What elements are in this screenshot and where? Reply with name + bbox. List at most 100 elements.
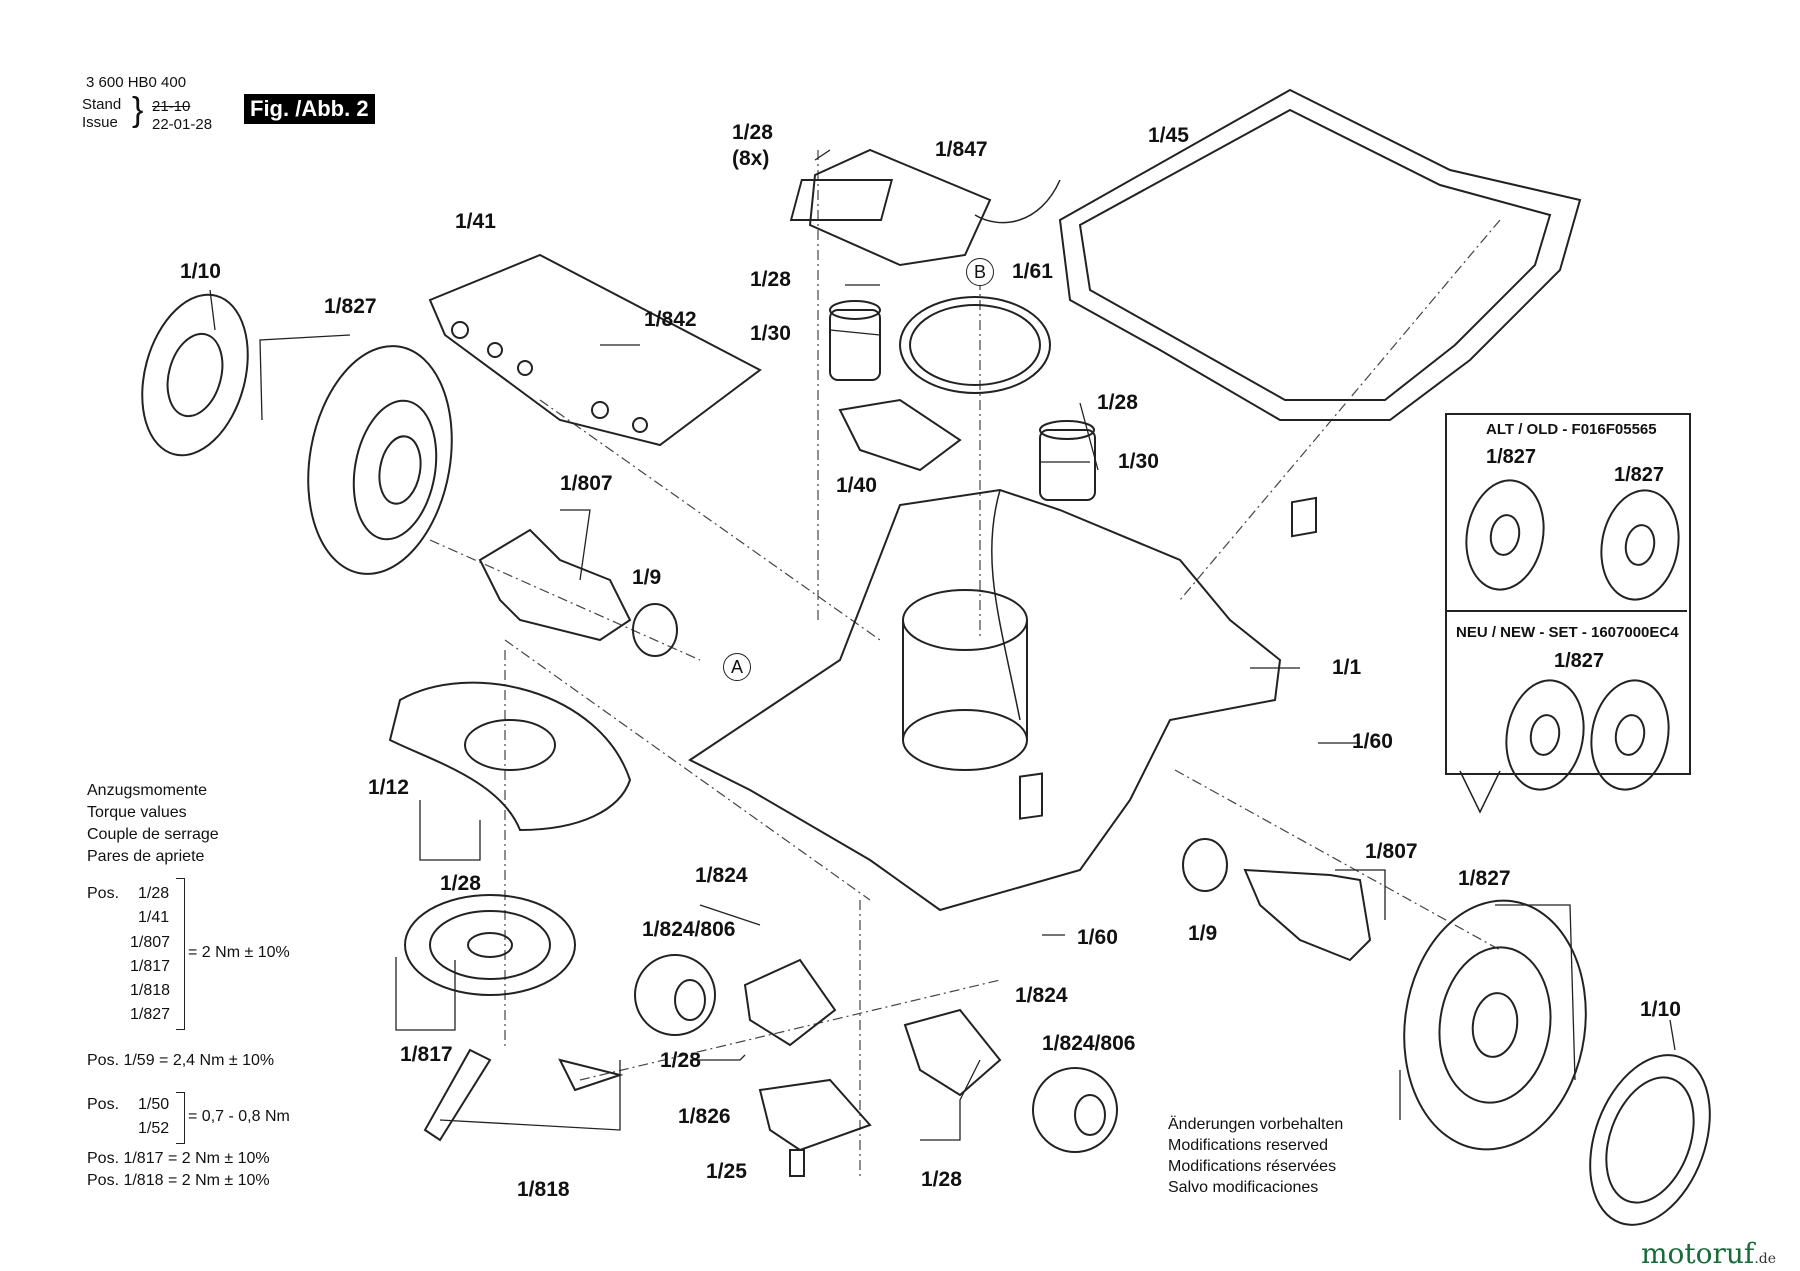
blade-guard-1-12 <box>388 681 632 832</box>
sensor-1-60-top <box>1291 496 1317 538</box>
part-label: 1/827 <box>1486 446 1537 468</box>
torque-part: 1/52 <box>138 1120 170 1137</box>
part-label: 1/30 <box>750 322 791 345</box>
motoruf-logo: motoruf.de <box>1641 1237 1776 1270</box>
part-label: 1/9 <box>632 566 662 589</box>
brand-suffix: .de <box>1754 1251 1777 1267</box>
part-label: 1/847 <box>935 138 988 161</box>
part-label: 1/28 <box>1097 391 1138 414</box>
inset-new-wheel-a <box>1505 679 1585 791</box>
callout-b: B <box>966 258 994 286</box>
torque-part: 1/818 <box>130 982 171 999</box>
part-label: 1/28 <box>750 268 791 291</box>
caster-wheel-left <box>634 954 716 1036</box>
part-label: 1/30 <box>1118 450 1159 473</box>
inset-old-title: ALT / OLD - F016F05565 <box>1486 421 1657 438</box>
motor-right-1-807 <box>1243 868 1372 962</box>
torque-bracket <box>176 1092 185 1144</box>
part-label: 1/45 <box>1148 124 1189 147</box>
part-label: 1/824/806 <box>642 918 736 941</box>
torque-part: 1/28 <box>138 885 170 902</box>
quantity-label: (8x) <box>732 147 770 170</box>
part-label: 1/818 <box>517 1178 570 1201</box>
torque-heading-de: Anzugsmomente <box>87 782 208 799</box>
frame-1-45 <box>1058 88 1582 421</box>
torque-pos-label: Pos. <box>87 885 120 902</box>
callout-a: A <box>723 653 751 681</box>
torque-part: 1/817 <box>130 958 171 975</box>
blade-disc-1-817 <box>404 894 576 996</box>
magnet-1-30-right <box>1039 429 1096 501</box>
torque-row: Pos. 1/59 = 2,4 Nm ± 10% <box>87 1052 275 1069</box>
part-label: 1/10 <box>180 260 221 283</box>
gasket-1-40 <box>838 398 962 472</box>
caster-left-1-824 <box>743 958 837 1047</box>
torque-part: 1/41 <box>138 909 170 926</box>
torque-heading-en: Torque values <box>87 804 187 821</box>
inset-old-wheel-b <box>1600 489 1680 601</box>
stand-label: Stand <box>82 96 122 113</box>
torque-value: = 0,7 - 0,8 Nm <box>188 1108 290 1125</box>
part-label: 1/25 <box>706 1160 747 1183</box>
wheel-left-1-827 <box>307 345 453 575</box>
part-label: 1/827 <box>324 295 377 318</box>
caster-wheel-right <box>1032 1067 1118 1153</box>
torque-part: 1/827 <box>130 1006 171 1023</box>
part-label: 1/807 <box>560 472 613 495</box>
part-label: 1/827 <box>1554 650 1605 672</box>
wheel-right-1-827 <box>1403 899 1587 1151</box>
magnet-1-30-left <box>829 309 881 381</box>
brace: } <box>132 91 144 129</box>
part-label: 1/60 <box>1077 926 1118 949</box>
part-label: 1/28 <box>732 121 773 144</box>
part-label: 1/12 <box>368 776 409 799</box>
seal-ring-1-61 <box>899 296 1051 394</box>
part-label: 1/28 <box>440 872 481 895</box>
brand-name: motoruf <box>1641 1237 1755 1270</box>
stand-date: 21-10 <box>152 98 191 115</box>
modifications-en: Modifications reserved <box>1168 1137 1329 1154</box>
modifications-es: Salvo modificaciones <box>1168 1179 1319 1196</box>
pin-1-25 <box>789 1149 805 1177</box>
wheel-cover-left-1-10 <box>141 293 249 457</box>
torque-value: = 2 Nm ± 10% <box>188 944 290 961</box>
blade-1-818-a <box>423 1048 492 1142</box>
figure-badge: Fig. /Abb. 2 <box>244 94 375 124</box>
torque-pos-label: Pos. <box>87 1096 120 1113</box>
part-label: 1/41 <box>455 210 496 233</box>
issue-date: 22-01-28 <box>152 116 213 133</box>
part-label: 1/824 <box>695 864 748 887</box>
part-label: 1/827 <box>1614 464 1665 486</box>
sensor-1-60-bottom <box>1019 772 1043 820</box>
part-label: 1/28 <box>660 1049 701 1072</box>
torque-row: Pos. 1/818 = 2 Nm ± 10% <box>87 1172 270 1189</box>
part-label: 1/824/806 <box>1042 1032 1136 1055</box>
part-label: 1/10 <box>1640 998 1681 1021</box>
inset-old-wheel-a <box>1465 479 1545 591</box>
part-label: 1/28 <box>921 1168 962 1191</box>
document-number: 3 600 HB0 400 <box>86 74 187 91</box>
part-label: 1/807 <box>1365 840 1418 863</box>
control-cover-1-847 <box>808 148 992 267</box>
caster-right-1-824 <box>903 1008 1002 1097</box>
modifications-de: Änderungen vorbehalten <box>1168 1116 1344 1133</box>
part-label: 1/40 <box>836 474 877 497</box>
part-label: 1/60 <box>1352 730 1393 753</box>
part-label: 1/827 <box>1458 867 1511 890</box>
inset-divider <box>1445 610 1687 612</box>
part-label: 1/842 <box>644 308 697 331</box>
inset-new-title: NEU / NEW - SET - 1607000EC4 <box>1456 624 1679 641</box>
motor-left-1-807 <box>478 528 632 642</box>
torque-heading-ro: Pares de apriete <box>87 848 205 865</box>
wheel-variant-inset <box>1445 413 1691 775</box>
part-label: 1/9 <box>1188 922 1218 945</box>
torque-bracket <box>176 878 185 1030</box>
torque-heading-fr: Couple de serrage <box>87 826 219 843</box>
wheel-cover-right-1-10 <box>1589 1054 1711 1226</box>
part-label: 1/1 <box>1332 656 1362 679</box>
part-label: 1/826 <box>678 1105 731 1128</box>
inset-new-wheel-b <box>1590 679 1670 791</box>
part-label: 1/61 <box>1012 260 1053 283</box>
o-ring-right-1-9 <box>1182 838 1228 892</box>
